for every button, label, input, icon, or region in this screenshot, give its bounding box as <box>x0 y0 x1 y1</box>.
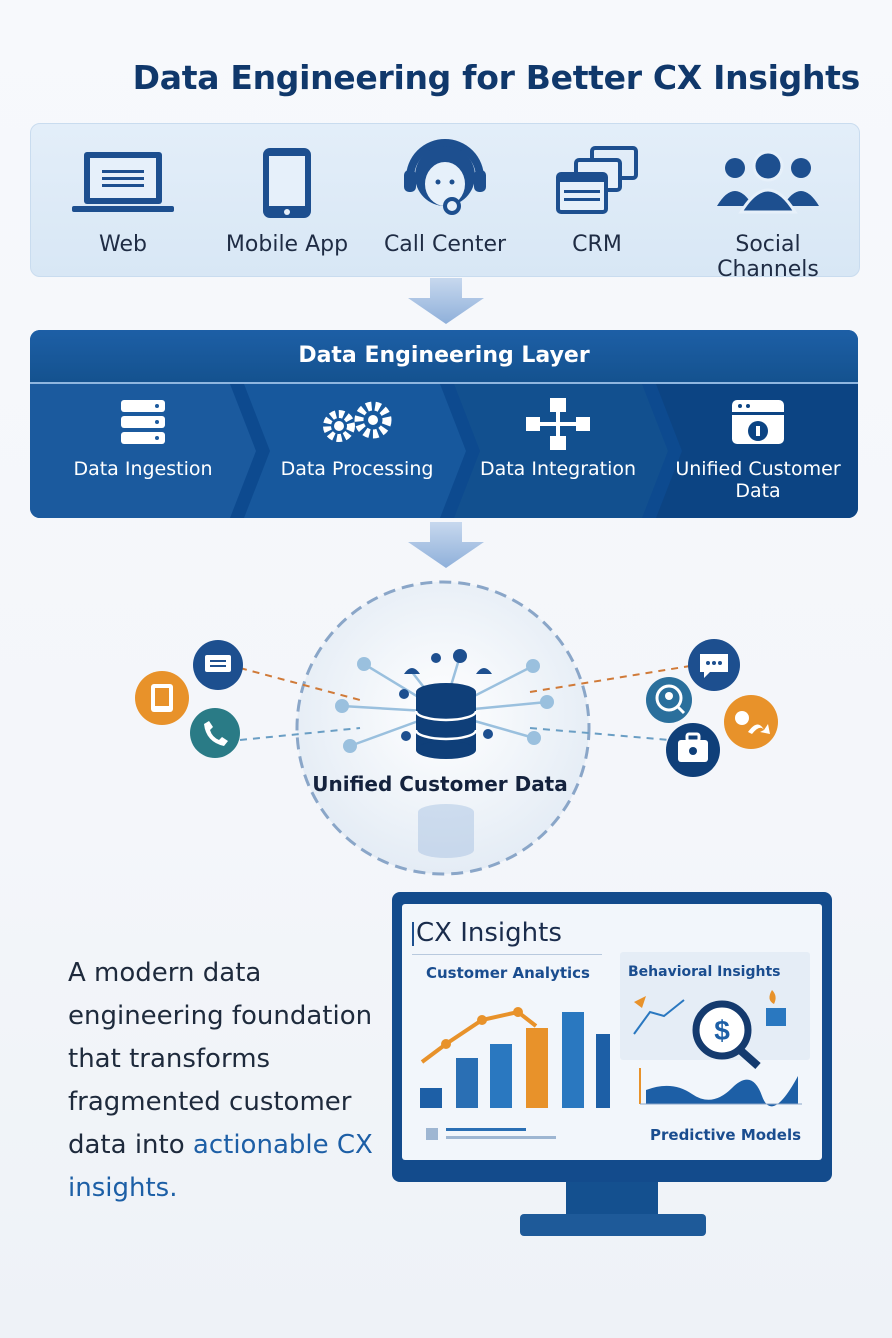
panel-behavioral-insights-label: Behavioral Insights <box>628 964 781 980</box>
laptop-icon <box>72 152 174 212</box>
flow-arrow-icon <box>408 278 484 324</box>
database-icon <box>414 683 478 759</box>
headset-agent-icon <box>404 139 486 215</box>
mobile-phone-icon <box>263 148 311 218</box>
monitor-stand <box>566 1182 658 1220</box>
source-label: Mobile App <box>225 232 349 257</box>
source-label: Call Center <box>383 232 507 257</box>
chat-bubble-icon <box>688 639 740 691</box>
hub-label: Unified Customer Data <box>312 772 568 796</box>
layer-title: Data Engineering Layer <box>30 330 858 384</box>
bar <box>456 1058 478 1108</box>
title-divider <box>412 954 602 955</box>
target-user-icon <box>646 677 692 723</box>
source-label: Web <box>99 232 147 257</box>
title-bar-mark <box>412 922 414 946</box>
panel-predictive-models-label: Predictive Models <box>650 1126 802 1144</box>
description-highlight: actionable CX insights. <box>68 1130 373 1203</box>
bar <box>420 1088 442 1108</box>
stage-label: Data Integration <box>479 458 637 480</box>
briefcase-icon <box>666 723 720 777</box>
description-body: A modern data engineering foundation tha… <box>68 958 373 1160</box>
dashboard-monitor: CX Insights Customer Analytics Behaviora… <box>392 892 832 1182</box>
flow-arrow-icon <box>408 522 484 568</box>
tablet-icon <box>135 671 189 725</box>
stage-data-processing: Data Processing <box>256 384 458 518</box>
stage-label: Unified Customer Data <box>675 458 841 502</box>
network-nodes-icon <box>526 398 590 450</box>
data-engineering-layer: Data Engineering Layer Data Ingestion Da… <box>30 330 858 518</box>
svg-text:$: $ <box>714 1015 730 1046</box>
data-sources-panel: Web Mobile App Call Center <box>30 123 860 282</box>
chat-card-icon <box>193 640 243 690</box>
source-social-channels: Social Channels <box>683 124 853 282</box>
source-label: CRM <box>572 232 622 257</box>
stage-data-ingestion: Data Ingestion <box>30 384 256 518</box>
share-icon <box>724 695 778 749</box>
magnifier-icon <box>692 1000 752 1060</box>
gears-icon <box>323 401 392 442</box>
source-call-center: Call Center <box>365 124 525 276</box>
bar <box>596 1034 610 1108</box>
dashboard-graphics: $ <box>420 990 802 1140</box>
source-mobile-app: Mobile App <box>207 124 367 276</box>
bar <box>526 1028 548 1108</box>
hub-circle <box>295 580 591 876</box>
database-lock-icon <box>732 400 784 444</box>
source-label: Social Channels <box>717 232 819 282</box>
dashboard-title: CX Insights <box>416 918 562 948</box>
bar <box>490 1044 512 1108</box>
monitor-base <box>520 1214 706 1236</box>
stage-chevrons <box>30 384 858 518</box>
page-title: Data Engineering for Better CX Insights <box>132 58 861 97</box>
stage-label: Data Processing <box>280 458 434 480</box>
stage-label: Data Ingestion <box>73 458 213 480</box>
stage-unified-customer-data: Unified Customer Data <box>658 384 858 518</box>
people-group-icon <box>717 150 819 214</box>
stage-data-integration: Data Integration <box>458 384 658 518</box>
bar <box>562 1012 584 1108</box>
windows-stack-icon <box>556 146 638 214</box>
database-shadow-icon <box>418 804 474 858</box>
description-text: A modern data engineering foundation tha… <box>68 952 388 1210</box>
phone-call-icon <box>190 708 240 758</box>
server-icon <box>121 400 165 444</box>
dashboard-screen: CX Insights Customer Analytics Behaviora… <box>402 904 822 1160</box>
source-web: Web <box>43 124 203 276</box>
panel-customer-analytics-label: Customer Analytics <box>426 964 590 982</box>
source-crm: CRM <box>517 124 677 276</box>
